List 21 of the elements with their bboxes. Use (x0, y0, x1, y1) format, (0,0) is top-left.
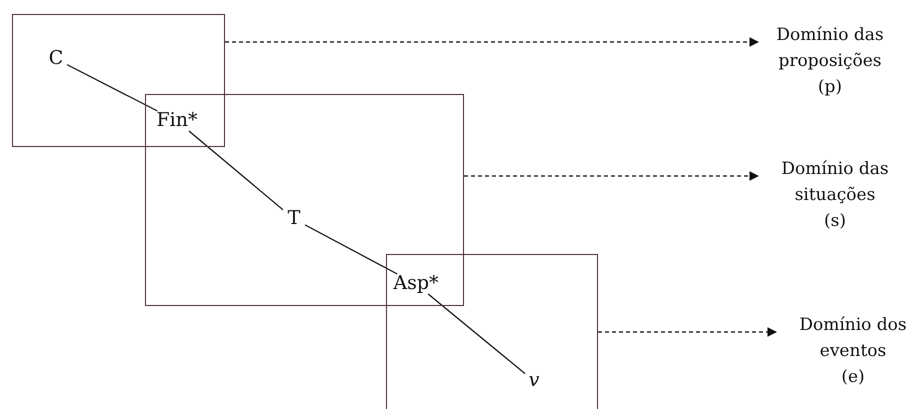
dashed-arrow (464, 171, 759, 181)
domain-symbol: (p) (816, 76, 844, 99)
node-label: T (279, 205, 309, 233)
node-label: Fin* (150, 107, 204, 135)
domain-symbol: (e) (840, 366, 866, 389)
node-label: v (521, 367, 547, 395)
domain-box (145, 94, 464, 306)
domain-name: Domínio dos eventos (798, 314, 908, 363)
dashed-arrow (598, 327, 777, 337)
connector-line (188, 130, 284, 210)
domain-name: Domínio das situações (780, 158, 890, 207)
dashed-arrow (225, 37, 759, 47)
domain-box (12, 14, 225, 147)
node-label: C (41, 45, 71, 73)
connector-line (304, 224, 398, 275)
domain-name: Domínio das proposições (775, 24, 885, 73)
connector-line (66, 64, 158, 112)
domain-box (386, 254, 598, 409)
node-label: Asp* (388, 270, 444, 298)
domain-symbol: (s) (823, 210, 847, 233)
connector-line (428, 294, 526, 374)
